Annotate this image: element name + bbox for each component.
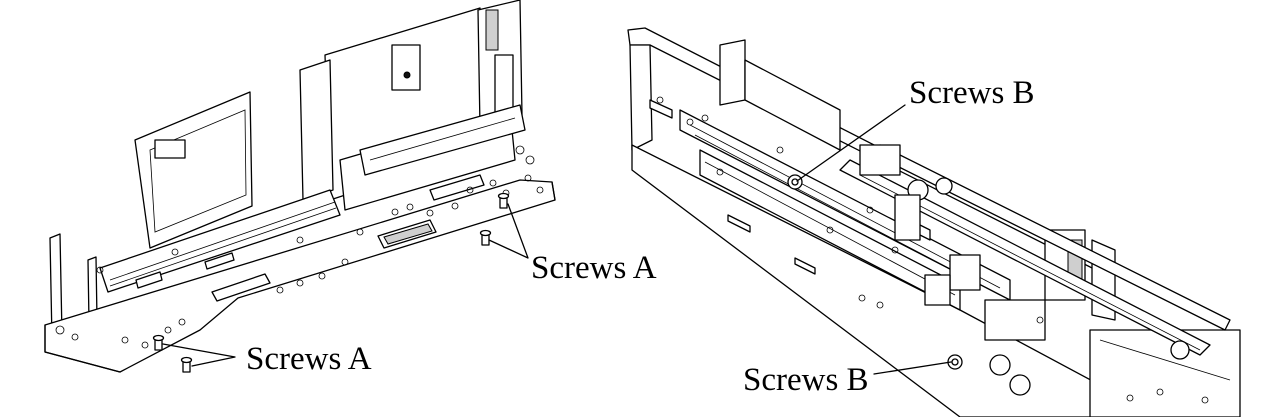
screws-a-leaders	[162, 203, 529, 367]
left-assembly-drawing	[44, 0, 556, 373]
label-screws-b-bottom: Screws B	[743, 362, 869, 398]
screws-b-leaders	[796, 104, 952, 375]
label-screws-a-left: Screws A	[246, 341, 372, 377]
right-assembly-drawing	[627, 27, 1241, 417]
label-screws-b-top: Screws B	[909, 75, 1035, 111]
label-screws-a-right: Screws A	[531, 250, 657, 286]
